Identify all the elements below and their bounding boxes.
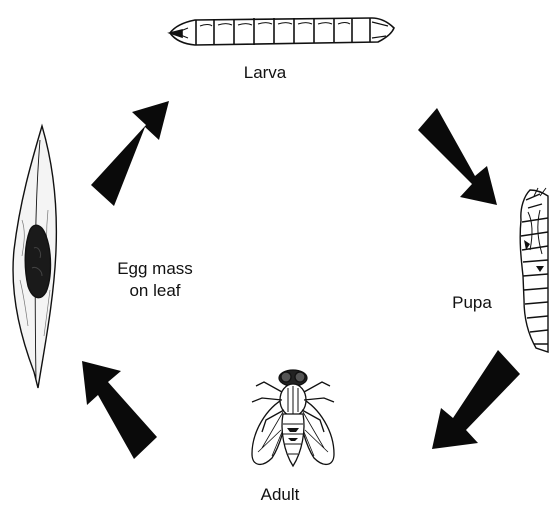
adult-fly-icon [252, 370, 334, 466]
pupa-label: Pupa [432, 292, 512, 314]
pupa-icon [520, 188, 548, 352]
egg-mass-label-line1: Egg mass [95, 258, 215, 280]
egg-mass-label: Egg mass on leaf [95, 258, 215, 302]
larva-icon [170, 18, 394, 45]
arrow-larva-to-pupa [418, 108, 497, 205]
arrow-adult-to-egg [82, 361, 157, 459]
leaf-with-egg-mass-icon [13, 126, 56, 388]
egg-mass-label-line2: on leaf [95, 280, 215, 302]
adult-label: Adult [240, 484, 320, 506]
larva-label: Larva [225, 62, 305, 84]
arrow-pupa-to-adult [432, 350, 520, 449]
arrow-egg-to-larva [91, 101, 169, 206]
